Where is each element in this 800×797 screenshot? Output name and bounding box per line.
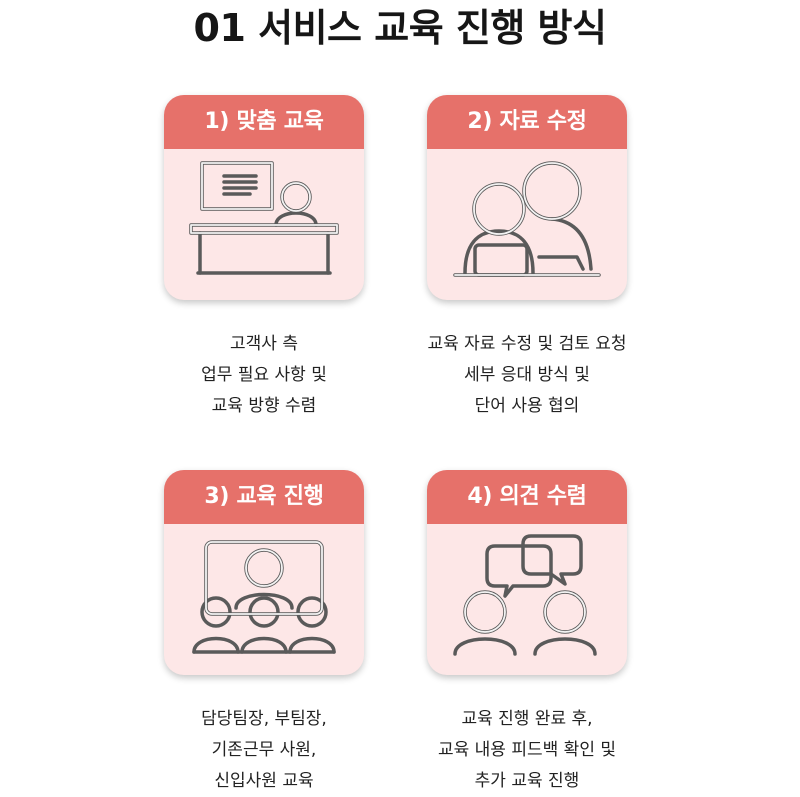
step-card-header: 2) 자료 수정 (427, 95, 627, 149)
description-line: 교육 자료 수정 및 검토 요청 (427, 334, 627, 354)
step-description-3: 담당팀장, 부팀장, 기존근무 사원, 신입사원 교육 (114, 704, 414, 797)
presentation-audience-icon (164, 524, 364, 675)
description-line: 업무 필요 사항 및 (201, 365, 327, 385)
step-card-header: 1) 맞춤 교육 (164, 95, 364, 149)
description-line: 기존근무 사원, (211, 740, 317, 760)
description-line: 담당팀장, 부팀장, (201, 709, 327, 729)
description-line: 교육 내용 피드백 확인 및 (437, 740, 616, 760)
step-description-2: 교육 자료 수정 및 검토 요청 세부 응대 방식 및 단어 사용 협의 (377, 329, 677, 422)
conversation-bubbles-icon (427, 524, 627, 675)
classroom-teacher-icon (164, 149, 364, 300)
description-line: 단어 사용 협의 (474, 396, 580, 416)
description-line: 추가 교육 진행 (474, 771, 580, 791)
description-line: 교육 진행 완료 후, (461, 709, 593, 729)
step-card-feedback-collection: 4) 의견 수렴 (427, 470, 627, 675)
step-card-header: 4) 의견 수렴 (427, 470, 627, 524)
step-card-training-progress: 3) 교육 진행 (164, 470, 364, 675)
step-card-header: 3) 교육 진행 (164, 470, 364, 524)
description-line: 고객사 측 (230, 334, 298, 354)
description-line: 신입사원 교육 (214, 771, 314, 791)
two-people-laptop-icon (427, 149, 627, 300)
step-description-1: 고객사 측 업무 필요 사항 및 교육 방향 수렴 (114, 329, 414, 422)
step-card-customized-training: 1) 맞춤 교육 (164, 95, 364, 300)
description-line: 세부 응대 방식 및 (464, 365, 590, 385)
step-description-4: 교육 진행 완료 후, 교육 내용 피드백 확인 및 추가 교육 진행 (377, 704, 677, 797)
page-title: 01 서비스 교육 진행 방식 (193, 6, 607, 50)
step-card-material-revision: 2) 자료 수정 (427, 95, 627, 300)
description-line: 교육 방향 수렴 (211, 396, 317, 416)
